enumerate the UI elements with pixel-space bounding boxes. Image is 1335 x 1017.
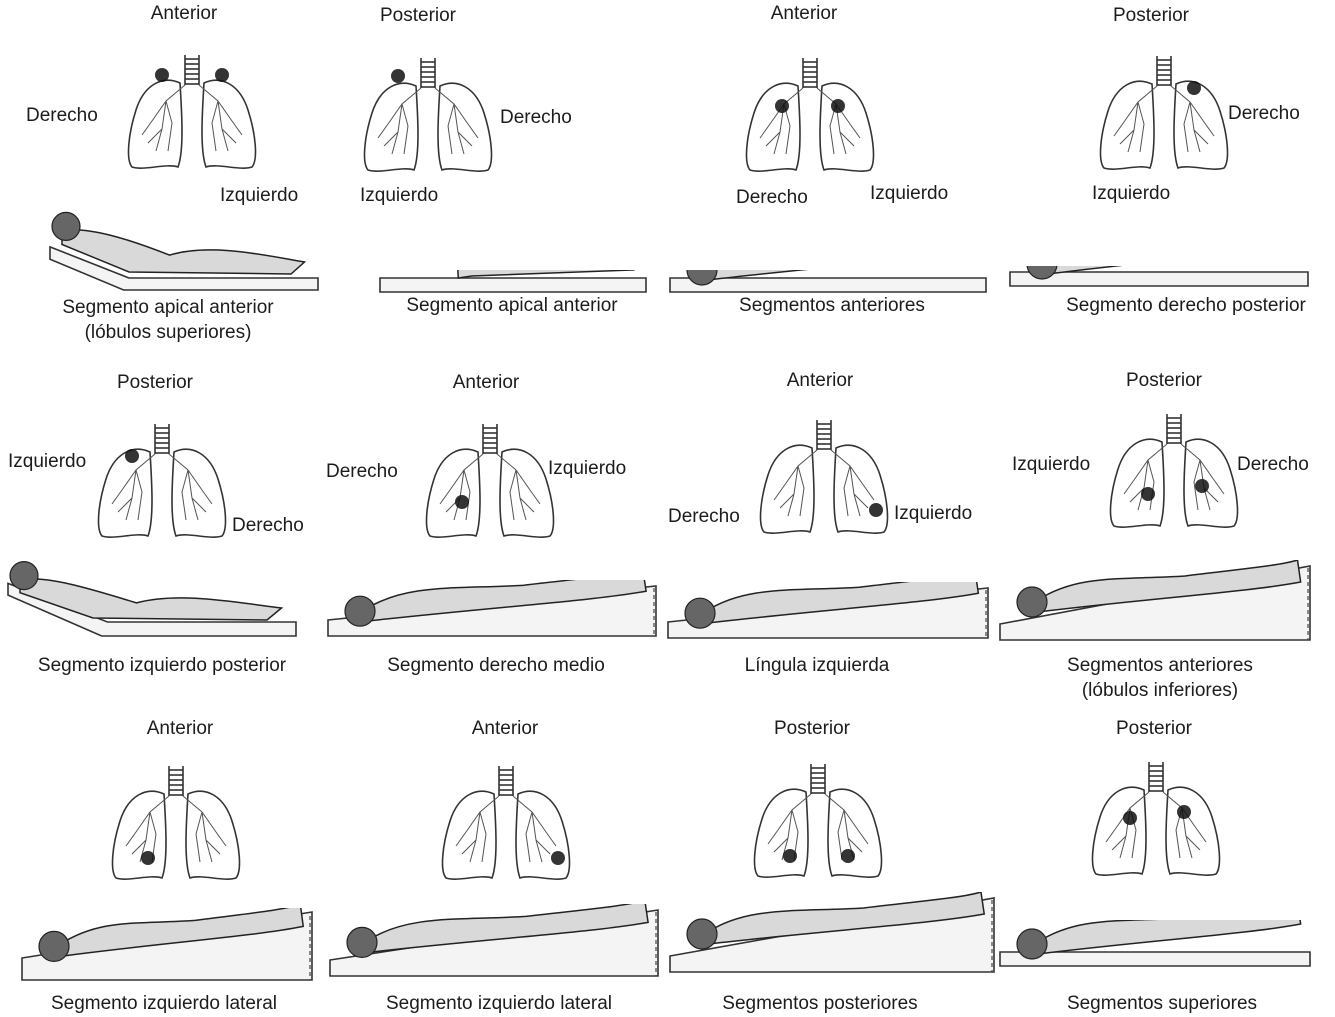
view-label: Anterior bbox=[147, 717, 214, 742]
patient-position-illustration bbox=[998, 560, 1320, 650]
lungs-icon bbox=[754, 420, 894, 540]
lungs-icon bbox=[748, 764, 888, 884]
lungs-icon bbox=[420, 424, 560, 544]
side-label-left: Izquierdo bbox=[1092, 182, 1170, 207]
view-label: Posterior bbox=[1113, 4, 1189, 29]
segment-caption: Segmento izquierdo lateral bbox=[386, 992, 612, 1017]
segment-caption: Segmentos superiores bbox=[1067, 992, 1257, 1017]
segment-caption: Segmento derecho posterior bbox=[1066, 294, 1306, 319]
side-label-left: Izquierdo bbox=[360, 184, 438, 209]
lungs-icon bbox=[1104, 414, 1244, 534]
patient-position-illustration bbox=[48, 210, 328, 302]
view-label: Posterior bbox=[1126, 369, 1202, 394]
side-label-left: Derecho bbox=[326, 460, 398, 485]
patient-position-illustration bbox=[20, 908, 322, 990]
view-label: Anterior bbox=[472, 717, 539, 742]
patient-position-illustration bbox=[998, 920, 1320, 978]
segment-caption: Língula izquierda bbox=[745, 654, 890, 679]
side-label-left: Izquierdo bbox=[8, 450, 86, 475]
view-label: Anterior bbox=[787, 369, 854, 394]
view-label: Posterior bbox=[1116, 717, 1192, 742]
lungs-icon bbox=[436, 766, 576, 886]
segment-caption: Segmento izquierdo posterior bbox=[38, 654, 286, 679]
segment-caption: Segmentos posteriores bbox=[722, 992, 917, 1017]
side-label-right: Derecho bbox=[232, 514, 304, 539]
view-label: Posterior bbox=[774, 717, 850, 742]
lungs-icon bbox=[740, 58, 880, 178]
segment-caption: Segmentos anteriores bbox=[739, 294, 925, 319]
segment-caption: Segmento apical anterior bbox=[406, 294, 617, 319]
view-label: Anterior bbox=[453, 371, 520, 396]
view-label: Anterior bbox=[151, 2, 218, 27]
view-label: Anterior bbox=[771, 2, 838, 27]
side-label-right: Izquierdo bbox=[548, 457, 626, 482]
patient-position-illustration bbox=[6, 560, 306, 648]
segment-caption: Segmento apical anterior (lóbulos superi… bbox=[62, 296, 273, 345]
lungs-icon bbox=[1094, 56, 1234, 176]
patient-position-illustration bbox=[328, 904, 668, 986]
lungs-icon bbox=[106, 766, 246, 886]
patient-position-illustration bbox=[668, 892, 1004, 982]
side-label-right: Izquierdo bbox=[220, 184, 298, 209]
side-label-left: Derecho bbox=[668, 505, 740, 530]
side-label-right: Izquierdo bbox=[870, 182, 948, 207]
side-label-right: Derecho bbox=[1228, 102, 1300, 127]
patient-position-illustration bbox=[666, 582, 998, 648]
side-label-left: Derecho bbox=[26, 104, 98, 129]
lungs-icon bbox=[92, 424, 232, 544]
side-label-right: Derecho bbox=[1237, 453, 1309, 478]
lungs-icon bbox=[1086, 762, 1226, 882]
side-label-left: Izquierdo bbox=[1012, 453, 1090, 478]
segment-caption: Segmentos anteriores (lóbulos inferiores… bbox=[1067, 654, 1253, 703]
lungs-icon bbox=[358, 58, 498, 178]
patient-position-illustration bbox=[326, 580, 666, 646]
side-label-right: Derecho bbox=[500, 106, 572, 131]
side-label-left: Derecho bbox=[736, 186, 808, 211]
view-label: Posterior bbox=[380, 4, 456, 29]
side-label-right: Izquierdo bbox=[894, 502, 972, 527]
segment-caption: Segmento izquierdo lateral bbox=[51, 992, 277, 1017]
segment-caption: Segmento derecho medio bbox=[387, 654, 605, 679]
lungs-icon bbox=[122, 55, 262, 175]
view-label: Posterior bbox=[117, 371, 193, 396]
